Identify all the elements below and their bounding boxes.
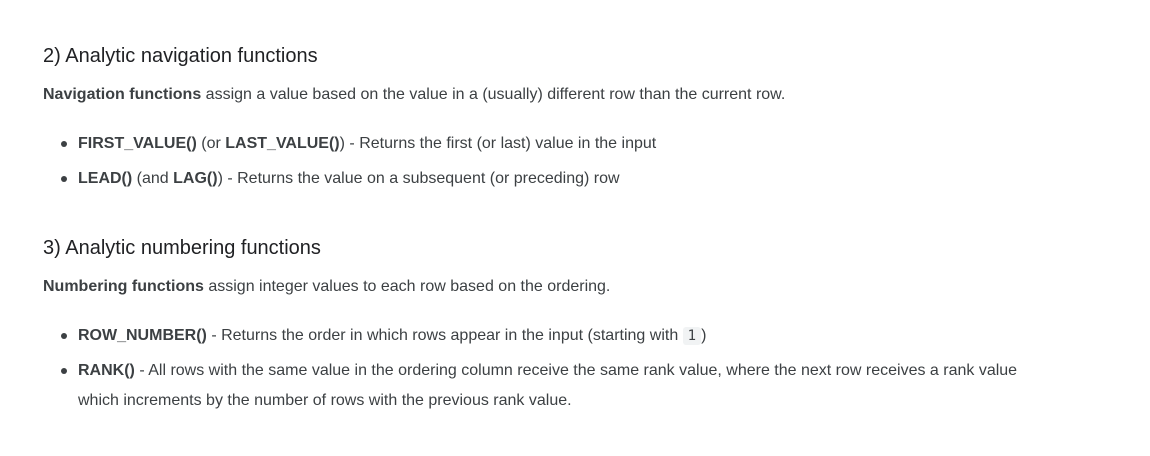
list-item-rank: RANK() - All rows with the same value in…	[43, 356, 1038, 416]
item-text: )	[701, 327, 707, 344]
section-description-numbering: Numbering functions assign integer value…	[43, 275, 610, 299]
numbering-functions-list: ROW_NUMBER() - Returns the order in whic…	[43, 321, 1043, 416]
item-text: ) - Returns the value on a subsequent (o…	[217, 170, 620, 187]
item-text: (or	[196, 135, 226, 152]
function-name: LAST_VALUE()	[225, 135, 340, 152]
bullet-icon	[61, 141, 67, 147]
description-bold-term: Navigation functions	[43, 86, 202, 103]
inline-code: 1	[682, 327, 702, 345]
section-description-navigation: Navigation functions assign a value base…	[43, 83, 785, 107]
function-name: LAG()	[173, 170, 218, 187]
list-item-row-number: ROW_NUMBER() - Returns the order in whic…	[43, 321, 1043, 351]
list-item-first-value: FIRST_VALUE() (or LAST_VALUE()) - Return…	[43, 129, 1043, 159]
function-name: LEAD()	[78, 170, 133, 187]
bullet-icon	[61, 333, 67, 339]
function-name: RANK()	[78, 362, 135, 379]
function-name: ROW_NUMBER()	[78, 327, 207, 344]
bullet-icon	[61, 368, 67, 374]
section-heading-numbering: 3) Analytic numbering functions	[43, 237, 321, 259]
item-text: - Returns the order in which rows appear…	[206, 327, 683, 344]
function-name: FIRST_VALUE()	[78, 135, 197, 152]
navigation-functions-list: FIRST_VALUE() (or LAST_VALUE()) - Return…	[43, 129, 1043, 194]
description-text: assign integer values to each row based …	[203, 278, 611, 295]
list-item-lead: LEAD() (and LAG()) - Returns the value o…	[43, 164, 1043, 194]
bullet-icon	[61, 176, 67, 182]
description-text: assign a value based on the value in a (…	[201, 86, 786, 103]
item-text: - All rows with the same value in the or…	[78, 362, 1018, 409]
item-text: ) - Returns the first (or last) value in…	[339, 135, 657, 152]
item-text: (and	[132, 170, 174, 187]
section-heading-navigation: 2) Analytic navigation functions	[43, 45, 318, 67]
description-bold-term: Numbering functions	[43, 278, 204, 295]
